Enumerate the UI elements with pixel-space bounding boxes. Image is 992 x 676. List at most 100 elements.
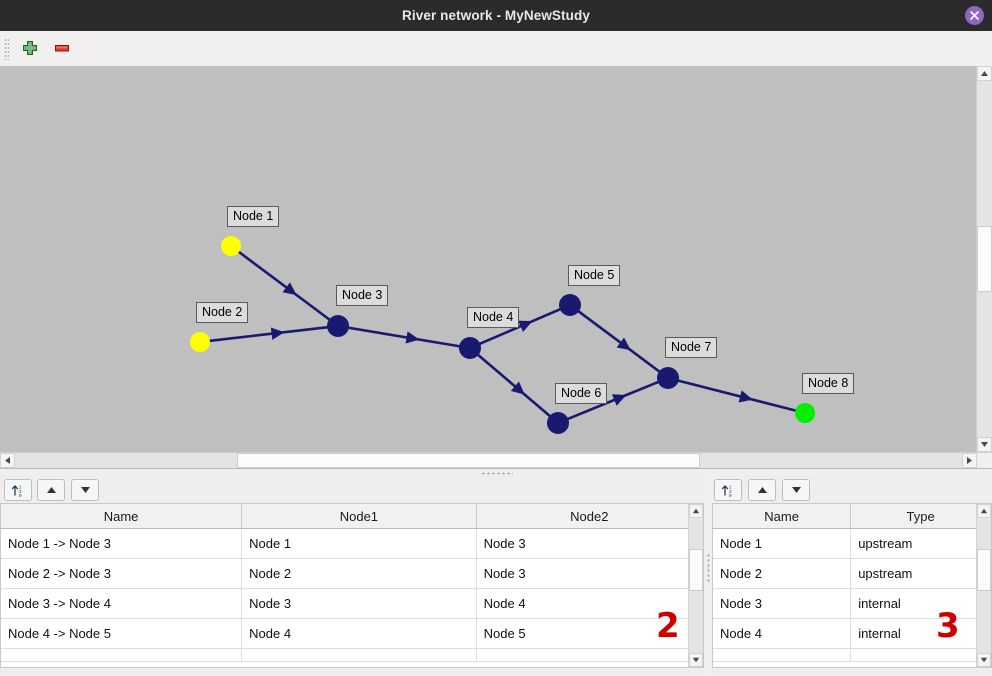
links-table-vertical-scrollbar[interactable] bbox=[688, 504, 703, 667]
graph-node[interactable] bbox=[190, 332, 210, 352]
table-cell[interactable]: Node 4 bbox=[713, 618, 852, 649]
table-cell[interactable]: internal bbox=[850, 588, 991, 619]
graph-edge[interactable] bbox=[566, 380, 660, 421]
scroll-up-arrow-icon[interactable] bbox=[977, 66, 992, 81]
table-cell[interactable]: Node 4 bbox=[476, 588, 703, 619]
scroll-left-arrow-icon[interactable] bbox=[0, 453, 15, 468]
scroll-up-arrow-icon[interactable] bbox=[689, 504, 703, 518]
table-cell[interactable]: Node 3 -> Node 4 bbox=[1, 588, 243, 619]
nodes-table-vscroll-thumb[interactable] bbox=[977, 549, 991, 591]
links-move-up-button[interactable] bbox=[37, 479, 65, 501]
annotation-marker-3: 3 bbox=[936, 606, 960, 646]
column-header[interactable]: Node2 bbox=[476, 504, 703, 529]
scroll-down-arrow-icon[interactable] bbox=[689, 653, 703, 667]
table-cell[interactable]: upstream bbox=[850, 528, 991, 559]
table-cell[interactable]: Node 1 bbox=[241, 528, 477, 559]
links-table-vscroll-thumb[interactable] bbox=[689, 549, 703, 591]
table-cell[interactable]: Node 4 -> Node 5 bbox=[1, 618, 243, 649]
table-cell[interactable]: Node 2 bbox=[713, 558, 852, 589]
table-cell[interactable]: Node 4 bbox=[241, 618, 477, 649]
column-header[interactable]: Name bbox=[713, 504, 852, 529]
vertical-split-divider[interactable] bbox=[704, 475, 712, 676]
graph-vscroll-thumb[interactable] bbox=[977, 226, 992, 292]
graph-node[interactable] bbox=[327, 315, 349, 337]
table-row-empty bbox=[713, 648, 991, 662]
graph-node-label[interactable]: Node 4 bbox=[467, 307, 520, 328]
graph-vertical-scrollbar[interactable] bbox=[976, 66, 992, 452]
graph-node[interactable] bbox=[657, 367, 679, 389]
table-cell[interactable]: Node 5 bbox=[476, 618, 703, 649]
scroll-down-arrow-icon[interactable] bbox=[977, 653, 991, 667]
column-header[interactable]: Name bbox=[1, 504, 243, 529]
graph-edge[interactable] bbox=[476, 353, 552, 418]
table-cell[interactable]: Node 2 bbox=[241, 558, 477, 589]
graph-edge[interactable] bbox=[577, 309, 661, 374]
annotation-marker-2: 2 bbox=[656, 606, 680, 646]
scroll-down-arrow-icon[interactable] bbox=[977, 437, 992, 452]
table-row-empty bbox=[1, 648, 703, 662]
links-move-down-button[interactable] bbox=[71, 479, 99, 501]
nodes-table-vertical-scrollbar[interactable] bbox=[976, 504, 991, 667]
graph-node-label[interactable]: Node 6 bbox=[555, 383, 608, 404]
split-grip-icon bbox=[707, 553, 710, 583]
graph-hscroll-thumb[interactable] bbox=[237, 453, 700, 468]
graph-edge[interactable] bbox=[478, 307, 562, 346]
graph-edge[interactable] bbox=[677, 379, 797, 413]
graph-node-label[interactable]: Node 8 bbox=[802, 373, 855, 394]
graph-node[interactable] bbox=[795, 403, 815, 423]
drag-grip-icon[interactable] bbox=[4, 38, 9, 60]
horizontal-split-divider[interactable] bbox=[0, 468, 992, 475]
graph-node-label[interactable]: Node 3 bbox=[336, 285, 389, 306]
table-cell[interactable]: Node 1 bbox=[713, 528, 852, 559]
graph-edge[interactable] bbox=[208, 325, 329, 343]
nodes-move-up-button[interactable] bbox=[748, 479, 776, 501]
graph-node[interactable] bbox=[221, 236, 241, 256]
graph-horizontal-scrollbar[interactable] bbox=[0, 452, 992, 468]
add-plus-icon[interactable] bbox=[19, 37, 41, 59]
svg-text:1: 1 bbox=[729, 484, 732, 489]
table-cell[interactable]: Node 1 -> Node 3 bbox=[1, 528, 243, 559]
table-cell[interactable]: Node 2 -> Node 3 bbox=[1, 558, 243, 589]
column-header[interactable]: Node1 bbox=[241, 504, 477, 529]
table-cell[interactable]: Node 3 bbox=[476, 528, 703, 559]
empty-cell bbox=[850, 648, 991, 662]
graph-node-label[interactable]: Node 7 bbox=[665, 337, 718, 358]
close-icon[interactable] bbox=[965, 6, 984, 25]
table-cell[interactable]: internal bbox=[850, 618, 991, 649]
nodes-sort-ascending-icon[interactable]: 1 2 9 bbox=[714, 479, 742, 501]
nodes-move-down-button[interactable] bbox=[782, 479, 810, 501]
column-header[interactable]: Type bbox=[850, 504, 991, 529]
table-cell[interactable]: Node 3 bbox=[241, 588, 477, 619]
scroll-up-arrow-icon[interactable] bbox=[977, 504, 991, 518]
table-cell[interactable]: Node 3 bbox=[713, 588, 852, 619]
network-graph-canvas[interactable]: Node 1 Node 2 Node 3 Node 4 Node 5 Node 6 Node… bbox=[0, 66, 992, 452]
table-cell[interactable]: Node 3 bbox=[476, 558, 703, 589]
graph-edge[interactable] bbox=[237, 250, 331, 322]
graph-edge[interactable] bbox=[347, 326, 461, 348]
graph-node[interactable] bbox=[459, 337, 481, 359]
delete-minus-icon[interactable] bbox=[51, 37, 73, 59]
graph-node-label[interactable]: Node 1 bbox=[227, 206, 280, 227]
graph-node-label[interactable]: Node 2 bbox=[196, 302, 249, 323]
graph-node[interactable] bbox=[559, 294, 581, 316]
scroll-right-arrow-icon[interactable] bbox=[962, 453, 977, 468]
links-sort-ascending-icon[interactable]: 1 2 9 bbox=[4, 479, 32, 501]
graph-node[interactable] bbox=[547, 412, 569, 434]
table-cell[interactable]: upstream bbox=[850, 558, 991, 589]
graph-node-label[interactable]: Node 5 bbox=[568, 265, 621, 286]
